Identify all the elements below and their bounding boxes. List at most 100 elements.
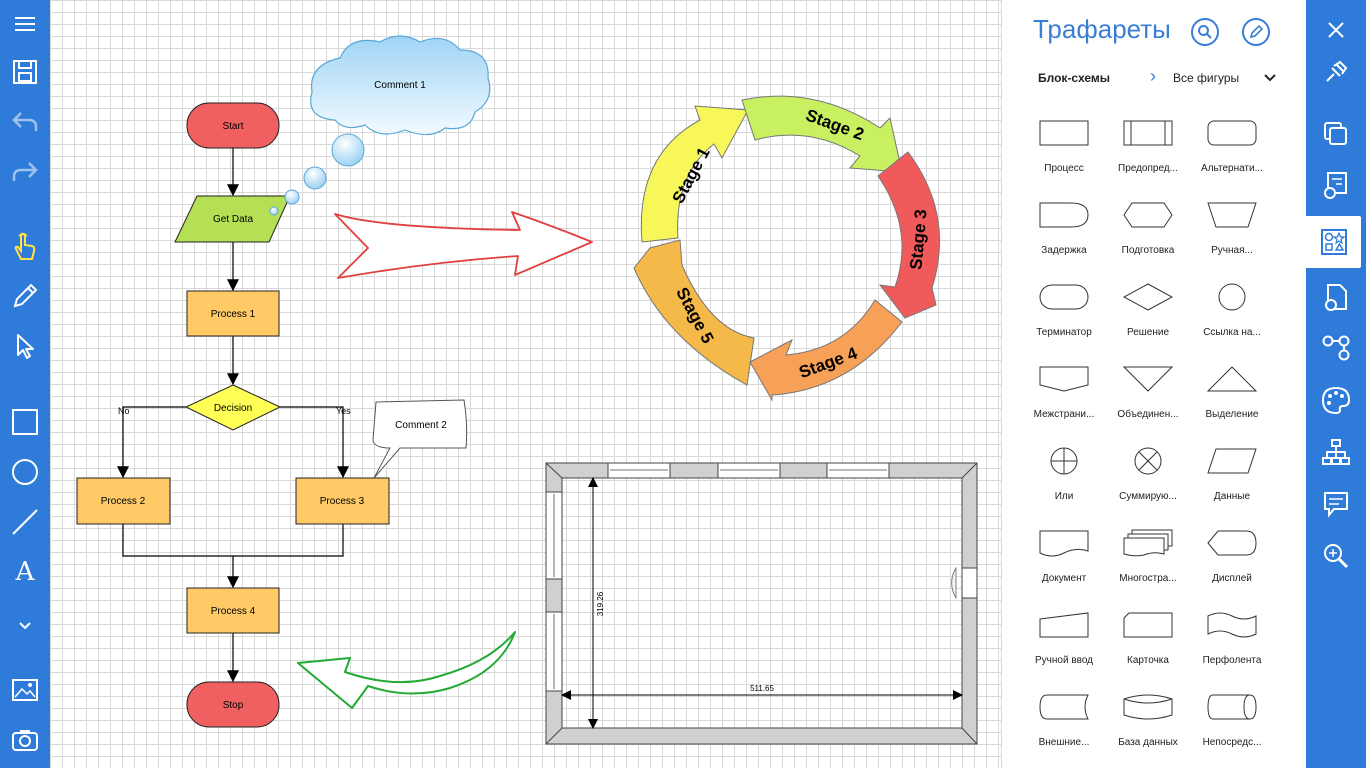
stencil-stored-data-shape[interactable]: Внешние...	[1022, 693, 1106, 775]
panel-title: Трафареты	[1033, 14, 1171, 44]
process3-label: Process 3	[320, 496, 365, 507]
stencil-merge-shape[interactable]: Объединен...	[1106, 365, 1190, 447]
stencil-label: Терминатор	[1036, 327, 1092, 338]
image-icon[interactable]	[0, 670, 50, 710]
touch-icon[interactable]	[0, 226, 50, 266]
comment2-callout[interactable]	[372, 399, 468, 479]
palette-icon[interactable]	[1306, 380, 1366, 420]
floorplan-width-dim: 511.65	[750, 684, 774, 693]
stencil-decision-shape[interactable]: Решение	[1106, 283, 1190, 365]
menu-icon[interactable]	[0, 4, 50, 44]
database-shape-icon	[1123, 694, 1173, 720]
text-icon[interactable]: A	[0, 552, 50, 592]
filter-selector[interactable]: Все фигуры	[1173, 71, 1240, 85]
pointer-icon[interactable]	[0, 326, 50, 366]
zoom-icon[interactable]	[1306, 536, 1366, 576]
stage4-arrow[interactable]	[749, 299, 903, 402]
stencil-punched-tape-shape[interactable]: Перфолента	[1190, 611, 1274, 693]
stencil-off-page-connector-shape[interactable]: Межстрани...	[1022, 365, 1106, 447]
pin-icon[interactable]	[1306, 52, 1366, 92]
process-shape-icon	[1039, 120, 1089, 146]
stencil-display-shape[interactable]: Дисплей	[1190, 529, 1274, 611]
stencil-label: Ручной ввод	[1034, 655, 1094, 666]
stage-cycle: Stage 1 Stage 2 Stage 3 Stage 4 Stage 5	[633, 95, 941, 402]
layers-icon[interactable]	[1306, 114, 1366, 154]
stencil-or-shape[interactable]: Или	[1022, 447, 1106, 529]
ellipse-icon[interactable]	[0, 452, 50, 492]
stage3-arrow[interactable]	[877, 151, 941, 319]
org-chart-icon[interactable]	[1306, 432, 1366, 472]
stencil-predefined-process-shape[interactable]: Предопред...	[1106, 119, 1190, 201]
drawing-canvas[interactable]: Start Get Data Process 1 Decision No Yes…	[50, 0, 1001, 768]
start-terminator[interactable]	[186, 102, 280, 149]
multi-document-shape-icon	[1123, 529, 1173, 557]
line-icon[interactable]	[0, 502, 50, 542]
process4-shape[interactable]	[186, 587, 280, 634]
stencil-summing-junction-shape[interactable]: Суммирую...	[1106, 447, 1190, 529]
decision-label: Decision	[214, 403, 252, 414]
save-icon[interactable]	[0, 52, 50, 92]
manual-operation-shape-icon	[1207, 202, 1257, 228]
decision-shape[interactable]	[184, 384, 282, 431]
stencil-multi-document-shape[interactable]: Многостра...	[1106, 529, 1190, 611]
page-settings-icon[interactable]	[1306, 278, 1366, 318]
stencil-label: Подготовка	[1121, 245, 1175, 256]
process1-shape[interactable]	[186, 290, 280, 337]
connections-icon[interactable]	[1306, 328, 1366, 368]
process4-label: Process 4	[211, 606, 256, 617]
stencil-label: Многостра...	[1119, 573, 1177, 584]
document-shape-icon	[1039, 530, 1089, 557]
yes-label: Yes	[336, 406, 351, 416]
stencil-alternate-process-shape[interactable]: Альтернати...	[1190, 119, 1274, 201]
pen-icon[interactable]	[0, 276, 50, 316]
stencil-panel: Трафареты Блок-схемы › Все фигуры Процес…	[1001, 0, 1307, 768]
stencil-terminator-shape[interactable]: Терминатор	[1022, 283, 1106, 365]
floor-plan[interactable]	[545, 462, 978, 745]
stencil-manual-operation-shape[interactable]: Ручная...	[1190, 201, 1274, 283]
direct-data-shape-icon	[1207, 694, 1257, 720]
stencil-preparation-shape[interactable]: Подготовка	[1106, 201, 1190, 283]
process2-shape[interactable]	[76, 477, 171, 525]
edit-icon[interactable]	[1242, 18, 1270, 46]
stencil-label: Документ	[1041, 573, 1087, 584]
stencil-data-shape[interactable]: Данные	[1190, 447, 1274, 529]
card-shape-icon	[1123, 612, 1173, 638]
display-shape-icon	[1207, 530, 1257, 556]
stage1-arrow[interactable]	[640, 105, 749, 243]
camera-icon[interactable]	[0, 720, 50, 760]
chevron-down-icon[interactable]	[0, 606, 50, 646]
stencil-database-shape[interactable]: База данных	[1106, 693, 1190, 775]
stencils-icon[interactable]	[1306, 216, 1361, 268]
search-icon[interactable]	[1191, 18, 1219, 46]
stencil-label: Решение	[1126, 327, 1170, 338]
category-selector[interactable]: Блок-схемы	[1038, 71, 1110, 85]
stencil-process-shape[interactable]: Процесс	[1022, 119, 1106, 201]
stop-label: Stop	[223, 700, 244, 711]
filter-dropdown-icon[interactable]	[1263, 70, 1277, 86]
close-icon[interactable]	[1306, 10, 1366, 50]
stencil-direct-data-shape[interactable]: Непосредс...	[1190, 693, 1274, 775]
rectangle-icon[interactable]	[0, 402, 50, 442]
red-sketch-arrow[interactable]	[334, 211, 593, 279]
stencil-manual-input-shape[interactable]: Ручной ввод	[1022, 611, 1106, 693]
get-data-shape[interactable]	[174, 195, 291, 243]
stop-terminator[interactable]	[186, 681, 280, 728]
or-shape-icon	[1050, 447, 1078, 475]
undo-icon[interactable]	[0, 102, 50, 142]
redo-icon[interactable]	[0, 152, 50, 192]
comment1-cloud[interactable]	[269, 35, 491, 216]
process3-shape[interactable]	[295, 477, 390, 525]
comment-icon[interactable]	[1306, 484, 1366, 524]
decision-shape-icon	[1123, 283, 1173, 311]
start-label: Start	[222, 121, 243, 132]
stencil-connector-shape[interactable]: Ссылка на...	[1190, 283, 1274, 365]
stage2-arrow[interactable]	[741, 95, 903, 173]
stage5-arrow[interactable]	[633, 239, 755, 386]
stencil-label: Карточка	[1127, 655, 1169, 666]
stencil-card-shape[interactable]: Карточка	[1106, 611, 1190, 693]
stencil-delay-shape[interactable]: Задержка	[1022, 201, 1106, 283]
green-sketch-arrow[interactable]	[297, 631, 516, 709]
stencil-document-shape[interactable]: Документ	[1022, 529, 1106, 611]
stencil-extract-shape[interactable]: Выделение	[1190, 365, 1274, 447]
settings-list-icon[interactable]	[1306, 166, 1366, 206]
